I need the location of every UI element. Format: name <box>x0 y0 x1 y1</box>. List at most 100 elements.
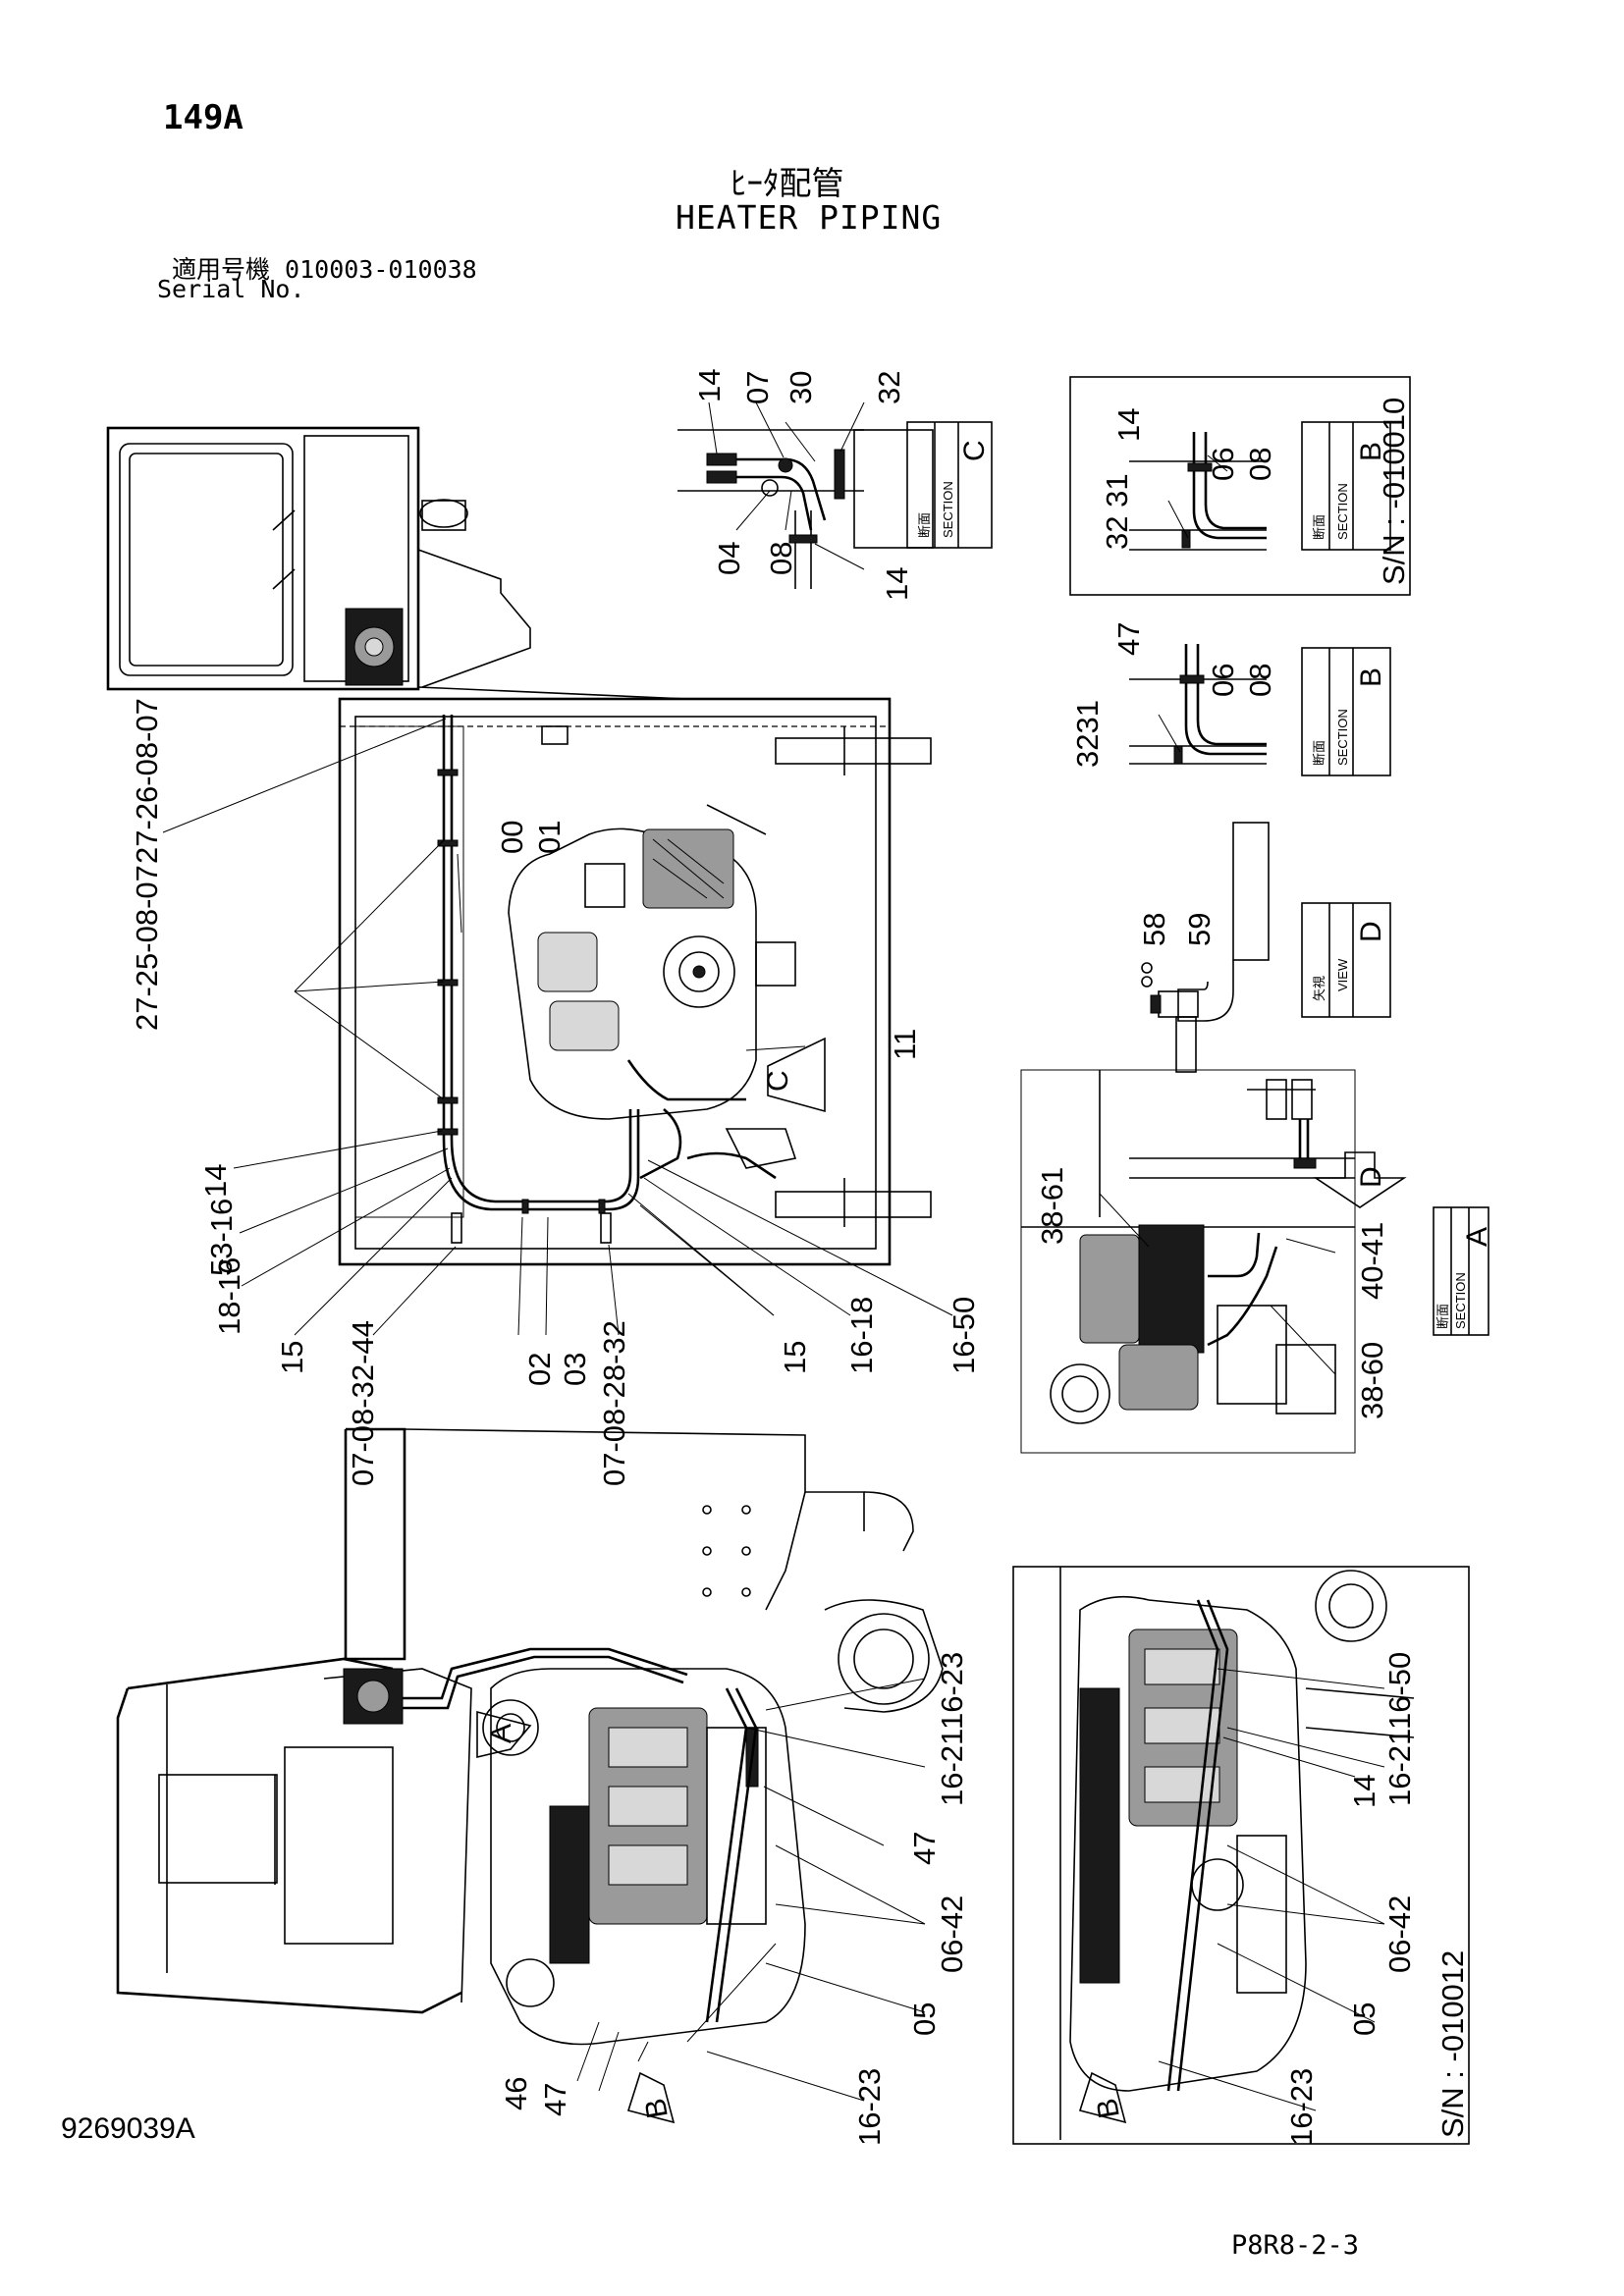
callout: 38-60 <box>1355 1342 1389 1419</box>
section-c-arrow: C <box>762 1037 826 1113</box>
svg-text:VIEW: VIEW <box>1335 958 1350 991</box>
serial-label: Serial No. <box>157 275 305 303</box>
callout: 14 <box>692 369 727 402</box>
callout: 00 <box>495 821 529 854</box>
svg-text:B: B <box>1091 2096 1126 2120</box>
callout: 16-23 <box>852 2068 887 2146</box>
svg-text:B: B <box>639 2096 675 2120</box>
callout: 11 <box>888 1029 922 1060</box>
svg-text:SECTION: SECTION <box>941 481 955 538</box>
callout: 16-21 <box>1382 1729 1417 1806</box>
svg-text:C: C <box>762 1070 794 1092</box>
callout: 01 <box>532 821 567 854</box>
svg-text:D: D <box>1355 1166 1387 1188</box>
page-code: P8R8-2-3 <box>1231 2230 1360 2261</box>
svg-text:C: C <box>958 440 991 461</box>
callout: 59 <box>1182 913 1217 946</box>
callout: 06-42 <box>935 1896 969 1973</box>
sn-label-upper: S/N : -010010 <box>1377 398 1411 585</box>
callout: 47 <box>538 2083 572 2116</box>
callout: 32 <box>872 371 906 404</box>
callout: 07 <box>740 371 775 404</box>
callout: 46 <box>499 2077 533 2110</box>
section-b-lower-detail: 断面 SECTION B <box>1129 644 1391 776</box>
callout: 14 <box>1347 1775 1381 1808</box>
heater-unit <box>345 608 404 686</box>
title-japanese: ﾋｰﾀ配管 <box>731 164 844 202</box>
callout: 47 <box>907 1832 942 1865</box>
serial-range: 適用号機 010003-010038 <box>172 255 477 284</box>
callout: 58 <box>1137 913 1171 946</box>
page-number: 149A <box>163 98 244 137</box>
callout: 14 <box>198 1164 233 1198</box>
callout: 30 <box>784 371 818 404</box>
callout: 08 <box>1243 448 1277 481</box>
callout: 07-08-28-32 <box>597 1320 631 1486</box>
callout: 16-50 <box>947 1297 981 1374</box>
side-view-assembly: A B <box>116 1427 944 2124</box>
callout: 15 <box>275 1341 309 1374</box>
svg-text:B: B <box>1355 442 1387 461</box>
callout: 05 <box>907 2002 942 2036</box>
engine-top-view <box>508 828 757 1180</box>
callout: 15 <box>778 1341 812 1374</box>
view-d-arrow <box>1313 1151 1407 1208</box>
section-b-arrow-left: B <box>626 2071 676 2124</box>
side-view-detail-box: B S/N : -010012 <box>1012 1566 1470 2145</box>
callout: 27-26-08-07 <box>130 698 164 864</box>
top-view-assembly: C <box>106 426 932 1266</box>
callout: 14 <box>1111 408 1146 442</box>
callout: 16-18 <box>844 1297 879 1374</box>
section-a-detail: D 断面 SECTION A <box>1020 1069 1493 1454</box>
callout: 3231 <box>1070 700 1105 768</box>
callout: 06-42 <box>1382 1896 1417 1973</box>
svg-text:SECTION: SECTION <box>1453 1272 1468 1329</box>
section-c-detail: 断面 SECTION C <box>677 401 993 589</box>
callout: 04 <box>712 542 746 575</box>
callout: 05 <box>1347 2002 1381 2036</box>
cab-outline <box>106 426 420 691</box>
svg-text:断面: 断面 <box>1312 740 1326 766</box>
callout: 47 <box>1111 622 1146 656</box>
mount-holes <box>702 1505 751 1597</box>
svg-text:D: D <box>1355 921 1387 942</box>
callout: 14 <box>880 567 914 601</box>
drawing-number: 9269039A <box>61 2112 195 2145</box>
callout: 32 31 <box>1100 473 1134 550</box>
svg-text:SECTION: SECTION <box>1335 709 1350 766</box>
callout-labels: 14 07 30 32 04 08 14 14 06 08 32 31 47 0… <box>130 369 1417 2146</box>
sn-label-lower: S/N : -010012 <box>1435 1950 1470 2138</box>
callout: 16-50 <box>1382 1652 1417 1730</box>
callout: 08 <box>1243 664 1277 697</box>
callout: 18-16 <box>212 1257 246 1335</box>
svg-text:B: B <box>1355 667 1387 687</box>
svg-text:断面: 断面 <box>1312 514 1326 540</box>
section-b-arrow-right: B <box>1078 2071 1127 2124</box>
callout: 06 <box>1206 448 1240 481</box>
svg-text:A: A <box>485 1724 517 1743</box>
view-d-detail: 矢視 VIEW D <box>1141 822 1391 1073</box>
callout: 16-23 <box>935 1652 969 1730</box>
section-b-upper-box: 断面 SECTION B S/N : -010010 <box>1069 376 1411 596</box>
callout: 06 <box>1206 664 1240 697</box>
svg-text:断面: 断面 <box>1435 1304 1450 1329</box>
callout: 16-21 <box>935 1729 969 1806</box>
frame-outline <box>338 697 892 1266</box>
callout: 40-41 <box>1355 1222 1389 1300</box>
svg-text:断面: 断面 <box>917 512 932 538</box>
callout: 08 <box>764 542 798 575</box>
pipe-clamps <box>437 769 606 1214</box>
svg-text:A: A <box>1461 1227 1493 1247</box>
section-a-arrow: A <box>476 1710 532 1759</box>
svg-text:矢視: 矢視 <box>1312 976 1326 1001</box>
callout: 02 <box>522 1353 557 1386</box>
callout: 27-25-08-07 <box>130 865 164 1031</box>
callout: 38-61 <box>1035 1167 1069 1245</box>
callout: 03 <box>558 1353 592 1386</box>
title-english: HEATER PIPING <box>676 198 943 237</box>
callout: 53-16 <box>204 1199 239 1276</box>
svg-text:SECTION: SECTION <box>1335 483 1350 540</box>
leader-lines <box>162 718 1385 2111</box>
callout: 16-23 <box>1284 2068 1319 2146</box>
